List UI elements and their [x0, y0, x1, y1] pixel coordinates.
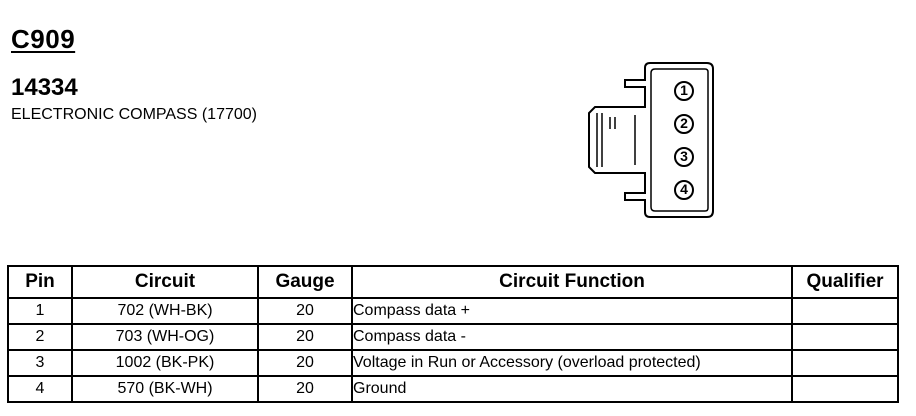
table-header-row: Pin Circuit Gauge Circuit Function Quali…	[7, 265, 899, 299]
qualifier-cell	[791, 323, 899, 351]
function-cell: Voltage in Run or Accessory (overload pr…	[351, 349, 793, 377]
column-header-circuit: Circuit	[71, 265, 259, 299]
part-number: 14334	[11, 74, 78, 101]
column-header-circuit-function: Circuit Function	[351, 265, 793, 299]
gauge-cell: 20	[257, 323, 353, 351]
circuit-cell: 1002 (BK-PK)	[71, 349, 259, 377]
table-row: 4 570 (BK-WH) 20 Ground	[7, 375, 899, 403]
circuit-cell: 570 (BK-WH)	[71, 375, 259, 403]
table-row: 1 702 (WH-BK) 20 Compass data +	[7, 297, 899, 325]
pin-cell: 1	[7, 297, 73, 325]
qualifier-cell	[791, 375, 899, 403]
function-cell: Compass data +	[351, 297, 793, 325]
circuit-cell: 702 (WH-BK)	[71, 297, 259, 325]
component-description: ELECTRONIC COMPASS (17700)	[11, 106, 257, 123]
function-cell: Ground	[351, 375, 793, 403]
pin-cell: 3	[7, 349, 73, 377]
pin-cell: 2	[7, 323, 73, 351]
column-header-qualifier: Qualifier	[791, 265, 899, 299]
connector-id: C909	[11, 24, 76, 54]
pin-label-4: 4	[673, 179, 695, 206]
table-row: 2 703 (WH-OG) 20 Compass data -	[7, 323, 899, 351]
column-header-pin: Pin	[7, 265, 73, 299]
function-cell: Compass data -	[351, 323, 793, 351]
column-header-gauge: Gauge	[257, 265, 353, 299]
connector-diagram	[588, 62, 714, 218]
gauge-cell: 20	[257, 297, 353, 325]
pin-table: Pin Circuit Gauge Circuit Function Quali…	[7, 265, 899, 403]
gauge-cell: 20	[257, 375, 353, 403]
qualifier-cell	[791, 349, 899, 377]
qualifier-cell	[791, 297, 899, 325]
gauge-cell: 20	[257, 349, 353, 377]
pin-cell: 4	[7, 375, 73, 403]
table-row: 3 1002 (BK-PK) 20 Voltage in Run or Acce…	[7, 349, 899, 377]
pin-label-1: 1	[673, 80, 695, 107]
pin-label-3: 3	[673, 146, 695, 173]
pin-label-2: 2	[673, 113, 695, 140]
circuit-cell: 703 (WH-OG)	[71, 323, 259, 351]
